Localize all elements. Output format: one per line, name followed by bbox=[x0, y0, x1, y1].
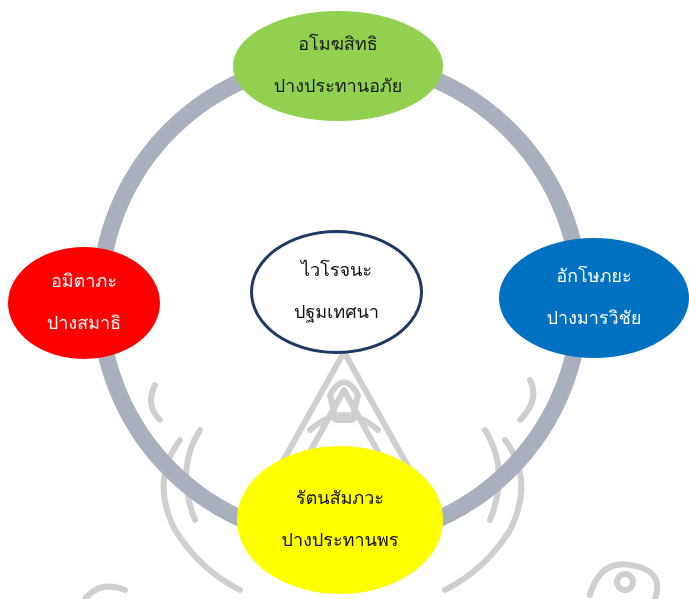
node-top: อโมฆสิทธิ ปางประทานอภัย bbox=[233, 11, 443, 121]
node-left-posture: ปางสมาธิ bbox=[46, 313, 122, 334]
node-left: อมิตาภะ ปางสมาธิ bbox=[8, 247, 160, 359]
node-left-name: อมิตาภะ bbox=[50, 271, 117, 292]
node-top-name: อโมฆสิทธิ bbox=[298, 34, 378, 55]
node-top-posture: ปางประทานอภัย bbox=[273, 76, 403, 97]
node-right-posture: ปางมารวิชัย bbox=[546, 308, 642, 329]
node-right: อักโษภยะ ปางมารวิชัย bbox=[499, 238, 689, 358]
node-bottom-posture: ปางประทานพร bbox=[281, 530, 399, 551]
node-right-name: อักโษภยะ bbox=[556, 266, 632, 287]
node-center-posture: ปฐมเทศนา bbox=[293, 302, 380, 323]
node-center: ไวโรจนะ ปฐมเทศนา bbox=[250, 230, 423, 354]
node-bottom-name: รัตนสัมภวะ bbox=[295, 488, 385, 509]
node-bottom: รัตนสัมภวะ ปางประทานพร bbox=[237, 446, 443, 594]
node-center-name: ไวโรจนะ bbox=[300, 260, 372, 281]
